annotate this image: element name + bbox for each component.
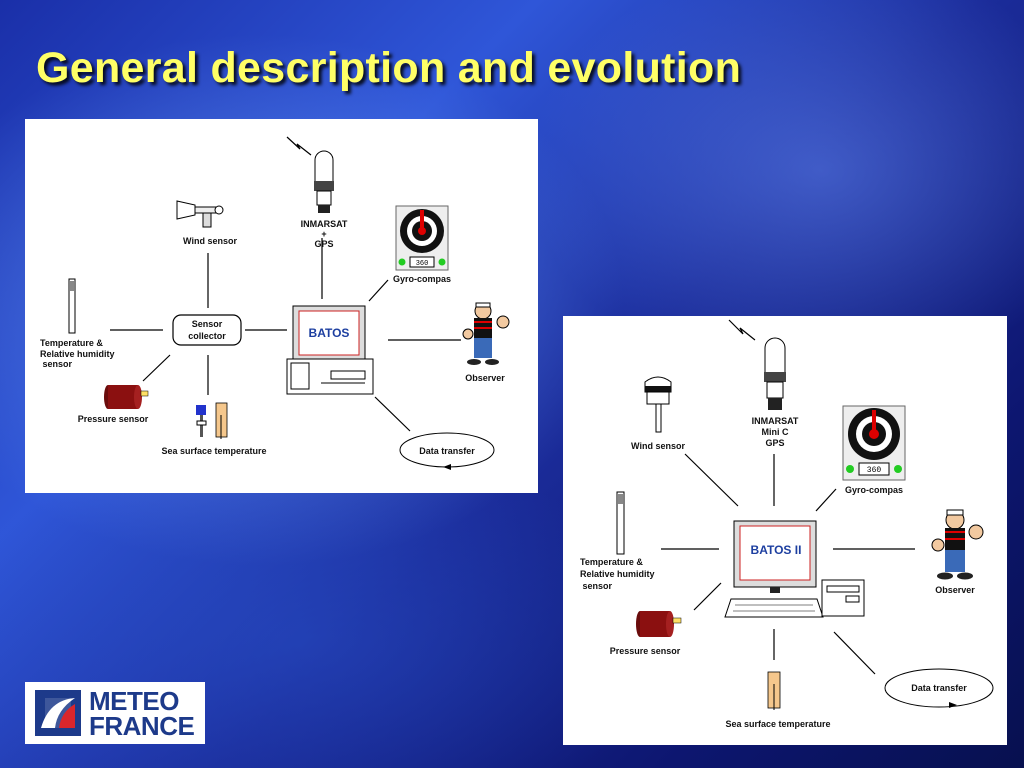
inmarsat-label: INMARSAT (752, 416, 799, 426)
logo-word-france: FRANCE (89, 711, 195, 741)
temperature-label: Temperature & (40, 338, 103, 348)
observer-label: Observer (465, 373, 505, 383)
inmarsat-label: GPS (765, 438, 784, 448)
inmarsat-label: + (321, 229, 326, 239)
temperature-label: Temperature & (580, 557, 643, 567)
wind-sensor-label: Wind sensor (183, 236, 237, 246)
data-transfer-label: Data transfer (419, 446, 475, 456)
gyro-label: Gyro-compas (393, 274, 451, 284)
wind-sensor-label: Wind sensor (631, 441, 685, 451)
data-transfer-loop (884, 668, 994, 708)
logo-word-meteo: METEO (89, 686, 179, 716)
wind-sensor-icon (644, 376, 672, 433)
gyro-readout: 360 (867, 466, 882, 475)
temperature-sensor-icon (68, 278, 76, 334)
observer-label: Observer (935, 585, 975, 595)
inmarsat-label: INMARSAT (301, 219, 348, 229)
sensor-collector: Sensor collector (172, 314, 242, 346)
batos-ii-label: BATOS II (751, 543, 802, 557)
sst-label: Sea surface temperature (161, 446, 266, 456)
batos-diagram: Sensor collector Wind sensor INMARSAT + … (25, 119, 538, 493)
batos-label: BATOS (309, 326, 350, 340)
wind-sensor-icon (176, 200, 224, 228)
gyro-label: Gyro-compas (845, 485, 903, 495)
temperature-sensor-icon (616, 491, 625, 555)
data-transfer-label: Data transfer (911, 683, 967, 693)
antenna-icon (286, 136, 334, 213)
pressure-sensor-icon (636, 611, 682, 637)
observer-icon (462, 302, 510, 365)
temperature-label: sensor (40, 359, 73, 369)
batos-ii-diagram: Wind sensor INMARSAT Mini C GPS 360 Gyro… (563, 316, 1007, 745)
pressure-sensor-icon (104, 385, 149, 409)
meteo-france-logo: METEO FRANCE (25, 682, 205, 744)
batos-ii-computer-icon (724, 520, 865, 618)
inmarsat-label: Mini C (762, 427, 789, 437)
data-transfer-loop (399, 432, 495, 470)
gyro-compass-icon: 360 (842, 405, 906, 481)
collector-label: collector (188, 331, 226, 341)
temperature-label: Relative humidity (580, 569, 655, 579)
collector-label: Sensor (192, 319, 223, 329)
batos-computer-icon (286, 305, 374, 395)
antenna-icon (728, 319, 786, 410)
temperature-label: Relative humidity (40, 349, 115, 359)
observer-icon (931, 509, 984, 580)
meteo-france-logo-mark (35, 690, 81, 736)
inmarsat-label: GPS (314, 239, 333, 249)
sst-sensor-icon (196, 402, 228, 439)
pressure-label: Pressure sensor (78, 414, 149, 424)
gyro-readout: 360 (416, 260, 429, 268)
sst-sensor-icon (767, 671, 781, 710)
pressure-label: Pressure sensor (610, 646, 681, 656)
gyro-compass-icon: 360 (395, 205, 449, 271)
temperature-label: sensor (580, 581, 613, 591)
slide-title: General description and evolution (36, 44, 742, 92)
sst-label: Sea surface temperature (725, 719, 830, 729)
connector-lines (110, 238, 461, 432)
connector-lines (661, 453, 915, 675)
